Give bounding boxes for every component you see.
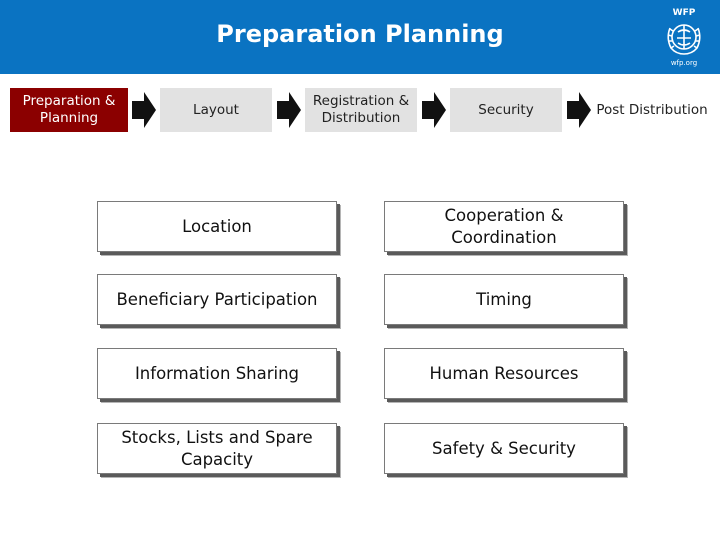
right-arrow-icon xyxy=(567,92,591,128)
right-arrow-icon xyxy=(277,92,301,128)
topic-beneficiary-participation: Beneficiary Participation xyxy=(97,274,337,325)
topic-information-sharing: Information Sharing xyxy=(97,348,337,399)
topic-stocks-lists-spare-capacity: Stocks, Lists and Spare Capacity xyxy=(97,423,337,474)
right-arrow-icon xyxy=(422,92,446,128)
topic-timing: Timing xyxy=(384,274,624,325)
topic-cooperation-coordination: Cooperation & Coordination xyxy=(384,201,624,252)
header-bar: Preparation Planning WFP wfp.org xyxy=(0,0,720,74)
right-arrow-icon xyxy=(132,92,156,128)
stage-layout[interactable]: Layout xyxy=(160,88,272,132)
svg-text:WFP: WFP xyxy=(673,8,696,18)
stage-security[interactable]: Security xyxy=(450,88,562,132)
topic-location: Location xyxy=(97,201,337,252)
stage-post-distribution[interactable]: Post Distribution xyxy=(596,101,708,118)
topic-safety-security: Safety & Security xyxy=(384,423,624,474)
svg-text:wfp.org: wfp.org xyxy=(671,59,697,67)
stage-registration-distribution[interactable]: Registration & Distribution xyxy=(305,88,417,132)
stage-preparation-planning[interactable]: Preparation & Planning xyxy=(10,88,128,132)
wfp-emblem-icon: WFP wfp.org xyxy=(667,8,701,67)
topic-human-resources: Human Resources xyxy=(384,348,624,399)
page-title: Preparation Planning xyxy=(216,20,504,48)
